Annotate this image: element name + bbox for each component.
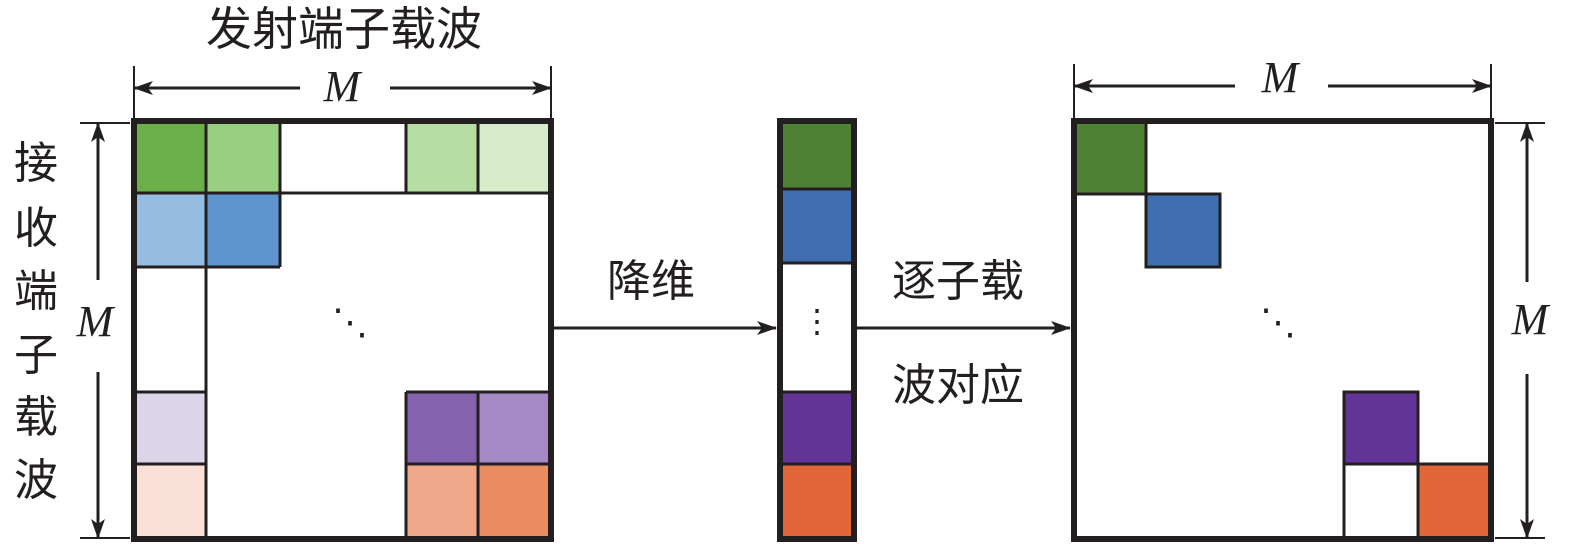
cell-r2-c1 bbox=[134, 193, 206, 267]
mapping-arrow: 逐子载 波对应 bbox=[854, 256, 1071, 411]
left-top-dimension: 发射端子载波 M bbox=[133, 2, 552, 122]
left-matrix: ⋱ bbox=[131, 118, 554, 542]
right-top-dimension: M bbox=[1073, 53, 1492, 122]
rx-char-6: 波 bbox=[14, 455, 58, 506]
mapping-label-line1: 逐子载 bbox=[892, 256, 1024, 307]
cell-r1-c1 bbox=[134, 123, 206, 193]
right-side-dimension: M bbox=[1495, 122, 1551, 539]
right-side-m-label: M bbox=[1511, 295, 1551, 344]
rx-char-2: 收 bbox=[14, 203, 58, 254]
right-matrix-ellipsis: ⋱ bbox=[1260, 302, 1296, 343]
diag-cell-m1 bbox=[1344, 392, 1418, 464]
cell-r1-c2 bbox=[206, 123, 280, 193]
cell-r2-c2 bbox=[206, 193, 280, 267]
left-matrix-ellipsis: ⋱ bbox=[332, 302, 368, 343]
diag-cell-m bbox=[1418, 464, 1490, 538]
cell-r1-cm1 bbox=[406, 123, 478, 193]
diag-cell-2 bbox=[1146, 194, 1220, 267]
reduce-label: 降维 bbox=[607, 256, 695, 307]
cell-r1-cm bbox=[478, 123, 550, 193]
right-matrix-border bbox=[1071, 118, 1494, 542]
middle-vector: ⋮ bbox=[777, 118, 857, 542]
cell-rm-c1 bbox=[134, 464, 206, 538]
cell-rm1-cm1 bbox=[406, 392, 478, 464]
vec-cell-2 bbox=[780, 189, 854, 263]
mapping-label-line2: 波对应 bbox=[892, 360, 1024, 411]
vec-cell-m bbox=[780, 464, 854, 540]
rx-subcarrier-title: 接 收 端 子 载 波 bbox=[14, 138, 58, 506]
right-matrix: ⋱ bbox=[1071, 118, 1494, 542]
diag-cell-1 bbox=[1074, 123, 1146, 194]
left-side-dimension: 接 收 端 子 载 波 M bbox=[14, 122, 130, 539]
rx-char-1: 接 bbox=[14, 138, 58, 189]
vector-border bbox=[777, 118, 857, 542]
right-top-m-label: M bbox=[1261, 53, 1301, 102]
left-matrix-border bbox=[131, 118, 554, 542]
left-side-m-label: M bbox=[76, 297, 116, 346]
vec-cell-1 bbox=[780, 121, 854, 189]
cell-rm1-cm bbox=[478, 392, 550, 464]
left-top-m-label: M bbox=[323, 62, 363, 111]
reduce-arrow: 降维 bbox=[551, 256, 777, 335]
rx-char-3: 端 bbox=[14, 266, 58, 317]
vec-cell-m1 bbox=[780, 392, 854, 464]
cell-rm-cm1 bbox=[406, 464, 478, 538]
cell-rm-cm bbox=[478, 464, 550, 538]
tx-subcarrier-title: 发射端子载波 bbox=[206, 2, 482, 56]
vector-ellipsis: ⋮ bbox=[801, 302, 833, 340]
cell-rm1-c1 bbox=[134, 392, 206, 464]
rx-char-4: 子 bbox=[14, 330, 58, 381]
rx-char-5: 载 bbox=[14, 392, 58, 443]
